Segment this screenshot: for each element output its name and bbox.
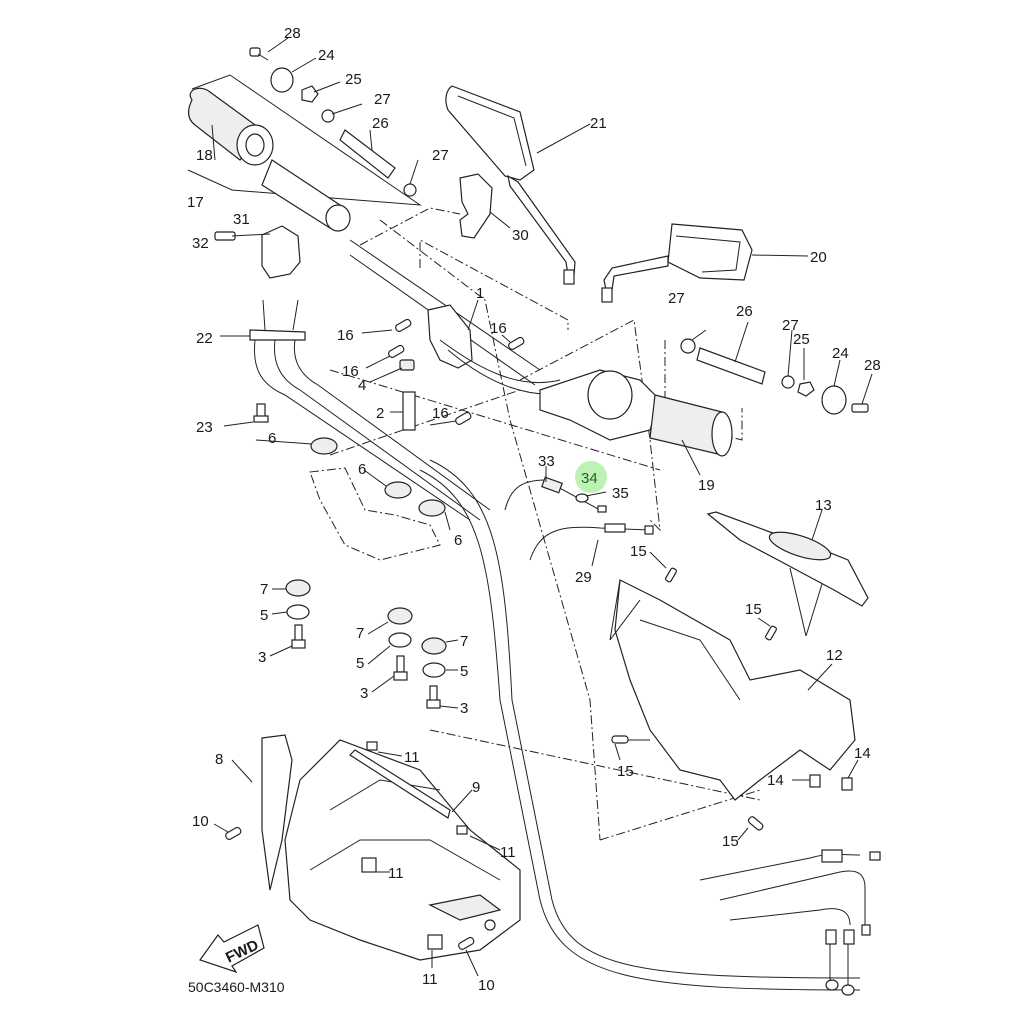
callout-34-highlighted: 34 xyxy=(581,470,598,487)
callout-24: 24 xyxy=(832,345,849,362)
screw-23 xyxy=(223,403,269,427)
callout-6: 6 xyxy=(268,430,276,447)
callout-7: 7 xyxy=(356,625,364,642)
diagram-code: 50C3460-M310 xyxy=(188,979,285,995)
callout-35: 35 xyxy=(612,485,629,502)
callout-27: 27 xyxy=(668,290,685,307)
callout-6: 6 xyxy=(454,532,462,549)
callout-16: 16 xyxy=(342,363,359,380)
callout-3: 3 xyxy=(460,700,468,717)
throttle-cables xyxy=(699,849,881,996)
callout-18: 18 xyxy=(196,147,213,164)
label-2 xyxy=(390,391,416,431)
screws-15-right xyxy=(611,551,777,841)
callout-10: 10 xyxy=(192,813,209,830)
callout-33: 33 xyxy=(538,453,555,470)
callout-16: 16 xyxy=(490,320,507,337)
callout-17: 17 xyxy=(187,194,204,211)
callout-26: 26 xyxy=(372,115,389,132)
callout-22: 22 xyxy=(196,330,213,347)
callout-32: 32 xyxy=(192,235,209,252)
handlebar-cover-13 xyxy=(706,509,869,637)
callout-7: 7 xyxy=(260,581,268,598)
callout-24: 24 xyxy=(318,47,335,64)
clamp-30 xyxy=(459,173,511,239)
callout-6: 6 xyxy=(358,461,366,478)
handlebar-riser-mounts xyxy=(255,437,459,709)
callout-3: 3 xyxy=(360,685,368,702)
callout-16: 16 xyxy=(432,405,449,422)
switch-housing-1 xyxy=(427,299,571,395)
panel-12 xyxy=(609,579,856,801)
callout-11: 11 xyxy=(388,865,404,882)
callout-27: 27 xyxy=(432,147,449,164)
callout-11: 11 xyxy=(500,844,516,861)
callout-15: 15 xyxy=(617,763,634,780)
screws-16 xyxy=(361,318,525,426)
right-bar-end-parts xyxy=(680,321,873,415)
callout-15: 15 xyxy=(722,833,739,850)
callout-25: 25 xyxy=(793,331,810,348)
callout-30: 30 xyxy=(512,227,529,244)
callout-9: 9 xyxy=(472,779,480,796)
callout-27: 27 xyxy=(782,317,799,334)
callout-14: 14 xyxy=(767,772,784,789)
callout-29: 29 xyxy=(575,569,592,586)
callout-5: 5 xyxy=(356,655,364,672)
strip-9 xyxy=(349,749,473,819)
callout-8: 8 xyxy=(215,751,223,768)
left-grip-assembly xyxy=(187,47,422,232)
callout-11: 11 xyxy=(422,971,438,988)
callout-1: 1 xyxy=(476,285,484,302)
callout-26: 26 xyxy=(736,303,753,320)
highlight-marker-34 xyxy=(575,461,607,493)
callout-28: 28 xyxy=(284,25,301,42)
right-mirror-20 xyxy=(601,223,809,303)
callout-25: 25 xyxy=(345,71,362,88)
callout-15: 15 xyxy=(745,601,762,618)
cable-bracket-22 xyxy=(220,299,491,521)
callout-4: 4 xyxy=(358,377,366,394)
callout-23: 23 xyxy=(196,419,213,436)
callout-14: 14 xyxy=(854,745,871,762)
clips-14 xyxy=(792,759,859,791)
callout-19: 19 xyxy=(698,477,715,494)
callout-27: 27 xyxy=(374,91,391,108)
callout-5: 5 xyxy=(260,607,268,624)
callout-11: 11 xyxy=(404,749,420,766)
callout-15: 15 xyxy=(630,543,647,560)
part-4 xyxy=(369,359,415,383)
leader-lines-top-left xyxy=(211,37,419,185)
callout-3: 3 xyxy=(258,649,266,666)
switch-holder-31 xyxy=(214,225,301,279)
callout-20: 20 xyxy=(810,249,827,266)
callout-10: 10 xyxy=(478,977,495,994)
left-mirror-21 xyxy=(445,85,591,285)
callout-12: 12 xyxy=(826,647,843,664)
callout-21: 21 xyxy=(590,115,607,132)
callout-2: 2 xyxy=(376,405,384,422)
callout-5: 5 xyxy=(460,663,468,680)
front-cowl-8 xyxy=(261,734,521,961)
callout-13: 13 xyxy=(815,497,832,514)
callout-7: 7 xyxy=(460,633,468,650)
callout-16: 16 xyxy=(337,327,354,344)
right-grip-19 xyxy=(649,394,733,476)
cables-33-35 xyxy=(504,466,654,567)
callout-labels: 28 24 25 27 26 27 18 17 21 30 31 32 20 1… xyxy=(187,25,881,994)
handlebar xyxy=(349,239,861,991)
callout-28: 28 xyxy=(864,357,881,374)
fwd-arrow: FWD xyxy=(199,924,265,974)
right-switch-housing xyxy=(539,369,661,441)
clips-11-screws-10 xyxy=(213,741,501,977)
callout-31: 31 xyxy=(233,211,250,228)
